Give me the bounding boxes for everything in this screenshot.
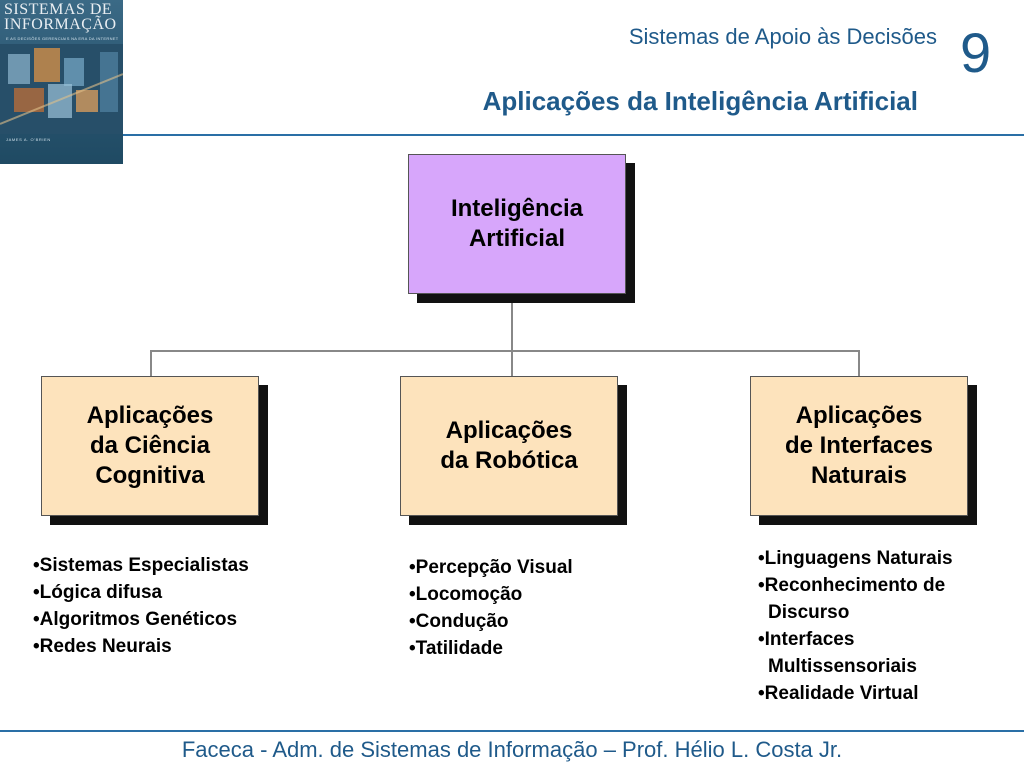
node-cognitive-science: Aplicações da Ciência Cognitiva: [41, 376, 259, 516]
node-interfaces-line1: Aplicações: [795, 402, 923, 429]
book-cover-author: JAMES A. O'BRIEN: [6, 137, 51, 142]
node-interfaces-line3: Naturais: [810, 462, 908, 489]
node-robotics-line2: da Robótica: [440, 447, 578, 474]
book-cover-subtitle: E AS DECISÕES GERENCIAIS NA ERA DA INTER…: [6, 36, 118, 41]
connector-root-down: [511, 294, 513, 351]
book-cover-title: SISTEMAS DE INFORMAÇÃO: [4, 1, 120, 33]
list-item: •Realidade Virtual: [758, 683, 919, 704]
list-item: •Condução: [409, 611, 509, 632]
node-root-line1: Inteligência: [450, 195, 584, 222]
connector-robotics: [511, 350, 513, 376]
list-item: •Lógica difusa: [33, 582, 163, 603]
list-item: •Tatilidade: [409, 638, 503, 659]
page-title: Aplicações da Inteligência Artificial: [482, 86, 918, 116]
header-divider: [123, 134, 1024, 136]
connector-horizontal: [150, 350, 859, 352]
robotics-list: •Percepção Visual •Locomoção •Condução •…: [409, 554, 573, 662]
node-artificial-intelligence-label: Inteligência Artificial: [451, 194, 583, 254]
book-cover: SISTEMAS DE INFORMAÇÃO E AS DECISÕES GER…: [0, 0, 123, 164]
node-natural-interfaces: Aplicações de Interfaces Naturais: [750, 376, 968, 516]
book-cover-title-line1: SISTEMAS DE: [4, 1, 113, 18]
header-title: Sistemas de Apoio às Decisões: [628, 24, 937, 49]
node-interfaces-line2: de Interfaces: [784, 432, 934, 459]
cognitive-science-list: •Sistemas Especialistas •Lógica difusa •…: [33, 552, 249, 660]
list-item: •Percepção Visual: [409, 557, 573, 578]
node-robotics-line1: Aplicações: [445, 417, 573, 444]
node-robotics: Aplicações da Robótica: [400, 376, 618, 516]
node-cognitive-line3: Cognitiva: [95, 462, 205, 489]
node-natural-interfaces-label: Aplicações de Interfaces Naturais: [785, 401, 933, 491]
list-item: •Interfaces: [758, 629, 855, 650]
node-root-line2: Artificial: [468, 225, 565, 252]
list-item: •Linguagens Naturais: [758, 548, 953, 569]
node-robotics-label: Aplicações da Robótica: [440, 416, 577, 476]
list-item-continuation: Multissensoriais: [768, 656, 917, 677]
list-item: •Sistemas Especialistas: [33, 555, 249, 576]
node-cognitive-line1: Aplicações: [86, 402, 214, 429]
list-item: •Locomoção: [409, 584, 523, 605]
book-cover-title-line2: INFORMAÇÃO: [4, 16, 117, 33]
footer-text: Faceca - Adm. de Sistemas de Informação …: [181, 737, 843, 762]
chapter-number: 9: [960, 21, 992, 84]
node-cognitive-science-label: Aplicações da Ciência Cognitiva: [87, 401, 214, 491]
node-cognitive-line2: da Ciência: [89, 432, 211, 459]
connector-interfaces: [858, 350, 860, 376]
list-item: •Algoritmos Genéticos: [33, 609, 238, 630]
footer-divider: [0, 730, 1024, 732]
list-item: •Reconhecimento de: [758, 575, 946, 596]
connector-cognitive: [150, 350, 152, 376]
node-artificial-intelligence: Inteligência Artificial: [408, 154, 626, 294]
book-cover-art: [0, 44, 123, 134]
natural-interfaces-list: •Linguagens Naturais •Reconhecimento de …: [758, 545, 953, 707]
list-item-continuation: Discurso: [768, 602, 850, 623]
list-item: •Redes Neurais: [33, 636, 172, 657]
